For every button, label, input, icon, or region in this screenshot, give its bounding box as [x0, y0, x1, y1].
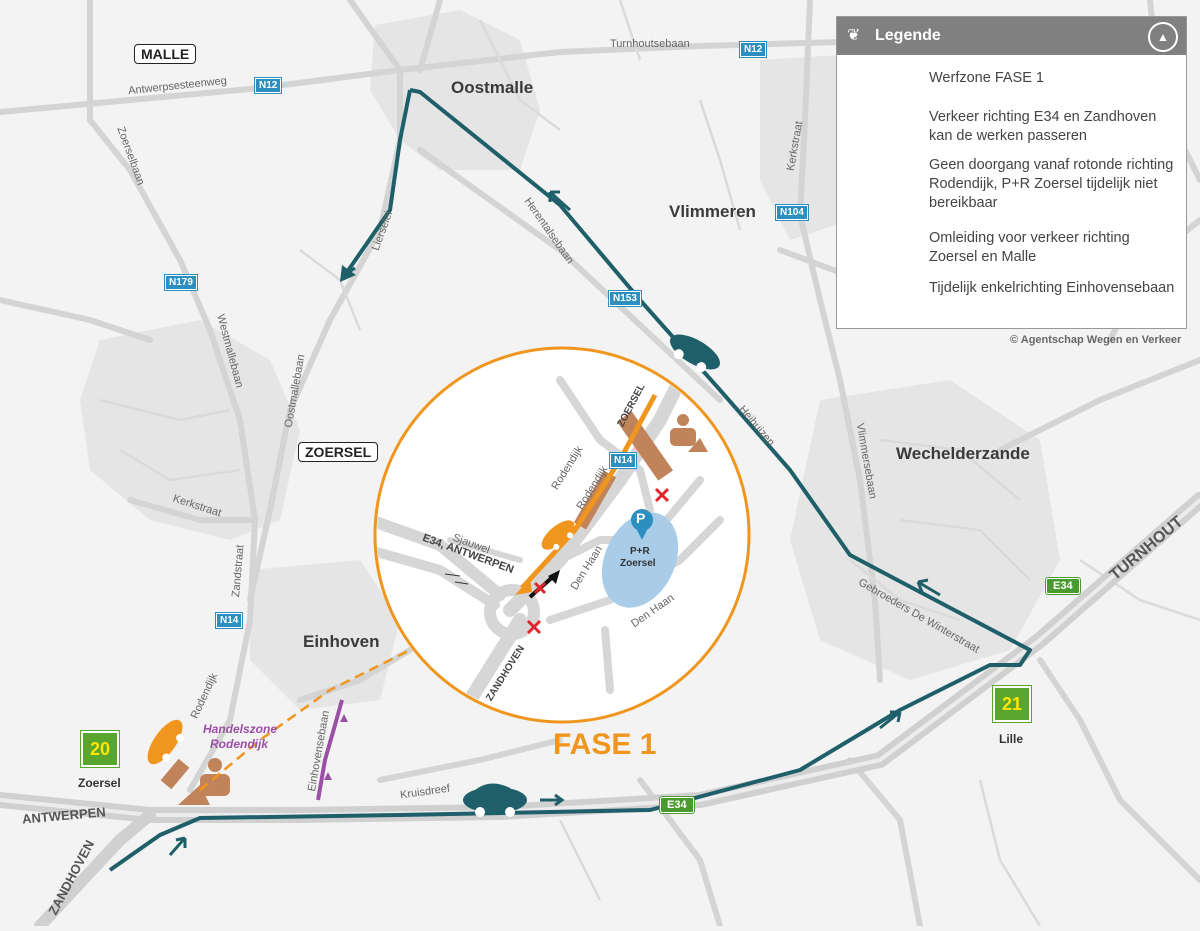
- road-label: Turnhoutsebaan: [610, 38, 690, 50]
- road-shield: N153: [608, 290, 642, 307]
- legend-panel: ❦ Legende ▲ Werfzone FASE 1 Verkeer rich…: [836, 16, 1187, 329]
- town-label-einhoven: Einhoven: [303, 632, 380, 651]
- town-label-oostmalle: Oostmalle: [451, 78, 534, 97]
- town-label-vlimmeren: Vlimmeren: [669, 202, 756, 221]
- inset-content: [377, 373, 724, 707]
- exit-20: 20: [80, 730, 120, 768]
- road-shield: N12: [253, 77, 283, 94]
- road-shield: N14: [214, 612, 244, 629]
- exit-20-name: Zoersel: [78, 776, 121, 790]
- road-shield: N14: [608, 452, 638, 469]
- detour-route-north: [108, 88, 1032, 872]
- flemish-lion-icon: ❦: [847, 27, 861, 44]
- town-label-zoersel: ZOERSEL: [298, 442, 379, 462]
- leader-line: [199, 648, 411, 791]
- north-arrow-icon: ▲: [1148, 22, 1178, 52]
- werfzone-main: [160, 758, 190, 790]
- e34-motorway: [0, 492, 1200, 931]
- legend-title: Legende: [875, 27, 941, 44]
- parking-name-line1: P+R: [630, 546, 650, 557]
- motorway-shield: E34: [659, 796, 695, 814]
- legend-header: ❦ Legende ▲: [837, 17, 1186, 55]
- road-shield: N12: [738, 41, 768, 58]
- car-icon: [147, 719, 185, 765]
- road-shield: N179: [164, 274, 198, 291]
- detour-route-west: [343, 89, 412, 277]
- einhovensebaan-oneway: [316, 699, 344, 801]
- exit-21: 21: [992, 685, 1032, 723]
- parking-name-line2: Zoersel: [620, 558, 656, 569]
- car-icon: [670, 334, 720, 373]
- road-shield: N104: [775, 204, 809, 221]
- town-label-malle: MALLE: [134, 44, 197, 64]
- car-icon: [463, 783, 527, 817]
- parking-icon: P: [636, 510, 646, 526]
- oneway-arrows: [324, 714, 348, 780]
- detour-arrow-head: [340, 265, 356, 282]
- exit-21-name: Lille: [999, 732, 1024, 746]
- town-label-wechelderzande: Wechelderzande: [896, 444, 1030, 463]
- worker-icon: [178, 758, 230, 805]
- handelszone-line2: Rodendijk: [210, 737, 269, 751]
- handelszone-line1: Handelszone: [203, 722, 278, 736]
- phase-label: FASE 1: [553, 728, 657, 761]
- copyright: © Agentschap Wegen en Verkeer: [1010, 334, 1182, 346]
- motorway-shield: E34: [1045, 577, 1081, 595]
